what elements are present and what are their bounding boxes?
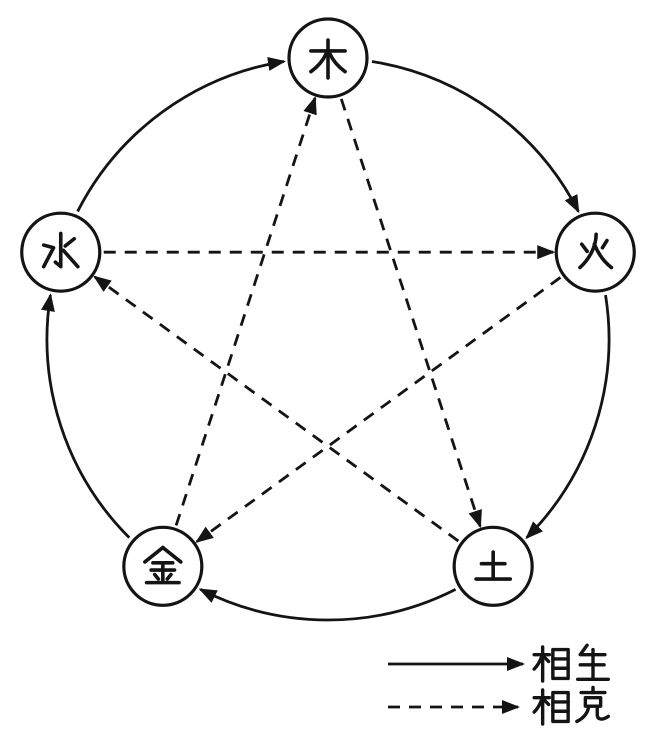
edge-overcoming-metal-wood [174, 96, 317, 526]
edge-generating-earth-metal [198, 588, 457, 622]
legend-glyph-0-0 [532, 645, 570, 683]
edge-generating-metal-water [41, 293, 131, 539]
node-earth [452, 525, 534, 607]
node-glyph-earth [474, 550, 513, 581]
legend-glyph-1-0 [532, 688, 570, 726]
legend-item-solid [388, 643, 611, 683]
node-water [20, 211, 102, 293]
node-fire [554, 211, 636, 293]
legend-glyph-0-1 [575, 643, 611, 682]
node-glyph-metal [143, 545, 183, 585]
node-wood [287, 17, 369, 99]
edge-overcoming-earth-water [93, 275, 460, 543]
node-circle-fire [554, 211, 636, 293]
node-metal [122, 525, 204, 607]
legend-glyph-1-1 [575, 685, 611, 724]
edge-generating-water-wood [76, 57, 287, 213]
node-glyph-water [41, 231, 80, 269]
edge-generating-fire-earth [525, 294, 611, 540]
legend-item-dashed [388, 685, 611, 726]
edge-overcoming-fire-metal [195, 276, 562, 543]
edge-overcoming-wood-earth [339, 98, 482, 529]
node-glyph-wood [309, 38, 347, 80]
edge-generating-wood-fire [371, 60, 580, 214]
node-glyph-fire [578, 232, 614, 270]
